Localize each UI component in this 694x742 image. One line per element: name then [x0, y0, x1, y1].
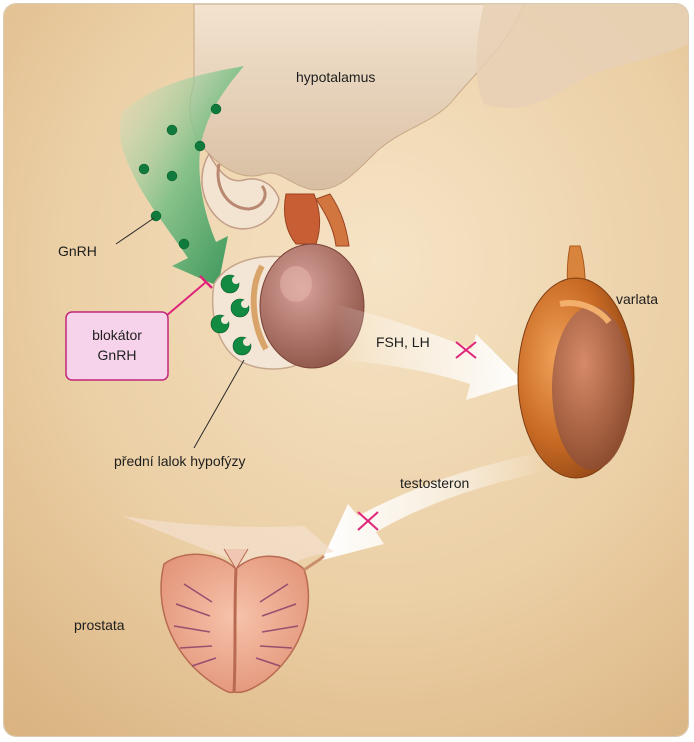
testosterone-arrow: [322, 452, 544, 560]
prostate-label: prostata: [74, 617, 125, 633]
hypothalamus-label: hypotalamus: [296, 69, 375, 85]
prostate: [122, 516, 334, 694]
testis: [517, 245, 635, 479]
hypothalamus-illustration: [189, 4, 688, 247]
leader-lines: [115, 217, 245, 449]
blocker-box: [65, 311, 169, 381]
gnrh-particles: [138, 103, 222, 250]
blocker-label-line1: blokátor: [92, 327, 142, 343]
pink-x-icon: [357, 511, 379, 531]
gnrh-arrow: [119, 66, 244, 286]
fsh-lh-arrow: [334, 304, 524, 400]
fsh-lh-label: FSH, LH: [376, 334, 430, 350]
gnrh-label: GnRH: [58, 243, 97, 259]
pink-x-icon: [455, 341, 477, 359]
testosterone-label: testosteron: [400, 475, 469, 491]
diagram-frame: blokátor GnRH: [4, 4, 688, 736]
blocker-label-line2: GnRH: [98, 347, 137, 363]
pituitary-label: přední lalok hypofýzy: [114, 453, 246, 469]
testis-label: varlata: [616, 291, 658, 307]
gnrh-blocker: blokátor GnRH: [65, 275, 213, 381]
reproductive-axis-diagram: blokátor GnRH: [4, 4, 688, 736]
